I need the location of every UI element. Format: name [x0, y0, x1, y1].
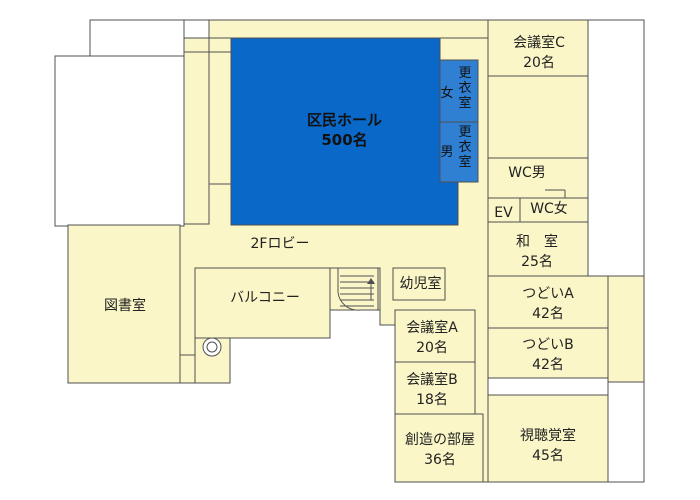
av-room-box [487, 394, 609, 483]
balcony-label[interactable]: バルコニー [230, 290, 300, 306]
wc-female[interactable]: WC女 [530, 201, 568, 217]
lobby-label[interactable]: 2Fロビー [250, 236, 310, 252]
corner-box [183, 19, 210, 39]
round-column-inner [206, 341, 218, 353]
tsudoi-b-capacity: 42名 [532, 357, 564, 373]
left-inner-strip [208, 51, 232, 185]
nursery-room[interactable]: 幼児室 [399, 276, 442, 292]
ev-box [487, 197, 521, 223]
top-corridor [208, 19, 489, 39]
tsudoi-a[interactable]: つどいA 42名 [489, 284, 607, 324]
tsudoi-b[interactable]: つどいB 42名 [489, 335, 607, 375]
creation-room-box [394, 413, 484, 483]
conference-room-c[interactable]: 会議室C 20名 [490, 33, 588, 73]
wc-male-box [487, 157, 589, 199]
conference-room-a-capacity: 20名 [416, 340, 448, 356]
conference-room-c-box [487, 19, 589, 77]
av-room-capacity: 45名 [532, 448, 564, 464]
tsudoi-a-name: つどいA [522, 286, 574, 302]
changing-room-female-side: 女 [440, 86, 454, 101]
top-left-strip [183, 37, 210, 53]
hall-name: 区民ホール [306, 111, 382, 129]
floor-plan-walls [54, 19, 645, 483]
balcony-box [194, 267, 331, 339]
japanese-room-box [487, 221, 589, 277]
elevator[interactable]: EV [494, 205, 513, 221]
japanese-room-capacity: 25名 [521, 254, 553, 270]
tsudoi-a-capacity: 42名 [532, 306, 564, 322]
changing-room-male-side: 男 [440, 145, 454, 160]
changing-room-female-label[interactable]: 更衣室 [458, 66, 472, 111]
outside-area-top [89, 19, 185, 57]
storage-room-box [487, 75, 589, 159]
wc-female-box [519, 197, 589, 223]
wc-male[interactable]: WC男 [508, 165, 546, 181]
stairs-arrow-head [367, 278, 375, 284]
conference-room-b-name: 会議室B [406, 372, 458, 388]
outside-area-left [54, 55, 185, 227]
nursery-box [392, 267, 446, 301]
av-room[interactable]: 視聴覚室 45名 [489, 426, 607, 466]
conference-room-c-name: 会議室C [513, 35, 565, 51]
japanese-room-name: 和 室 [516, 234, 558, 250]
hall-label[interactable]: 区民ホール 500名 [232, 110, 457, 150]
outside-right-bottom [607, 381, 645, 483]
creation-room-capacity: 36名 [424, 452, 456, 468]
creation-room-name: 創造の部屋 [405, 432, 475, 448]
conference-room-b[interactable]: 会議室B 18名 [395, 370, 469, 410]
changing-room-female [439, 59, 479, 123]
round-column-outer [202, 337, 222, 357]
right-strip [607, 275, 645, 383]
conference-room-b-box [394, 361, 476, 415]
changing-room-male-label[interactable]: 更衣室 [458, 125, 472, 170]
conference-room-a-box [394, 309, 476, 363]
creation-room[interactable]: 創造の部屋 36名 [395, 430, 485, 470]
tsudoi-b-name: つどいB [522, 337, 574, 353]
library-label[interactable]: 図書室 [104, 298, 146, 314]
japanese-room[interactable]: 和 室 25名 [489, 232, 585, 272]
av-room-name: 視聴覚室 [520, 428, 576, 444]
left-corridor-strip [183, 51, 210, 225]
conference-room-b-capacity: 18名 [416, 392, 448, 408]
changing-room-male [439, 121, 479, 183]
outside-right-top [587, 19, 645, 277]
conference-room-a-name: 会議室A [406, 320, 458, 336]
stairs-box [337, 267, 379, 311]
conference-room-a[interactable]: 会議室A 20名 [395, 318, 469, 358]
tsudoi-a-box [487, 275, 609, 329]
hall-capacity: 500名 [321, 131, 368, 149]
conference-room-c-capacity: 20名 [523, 55, 555, 71]
